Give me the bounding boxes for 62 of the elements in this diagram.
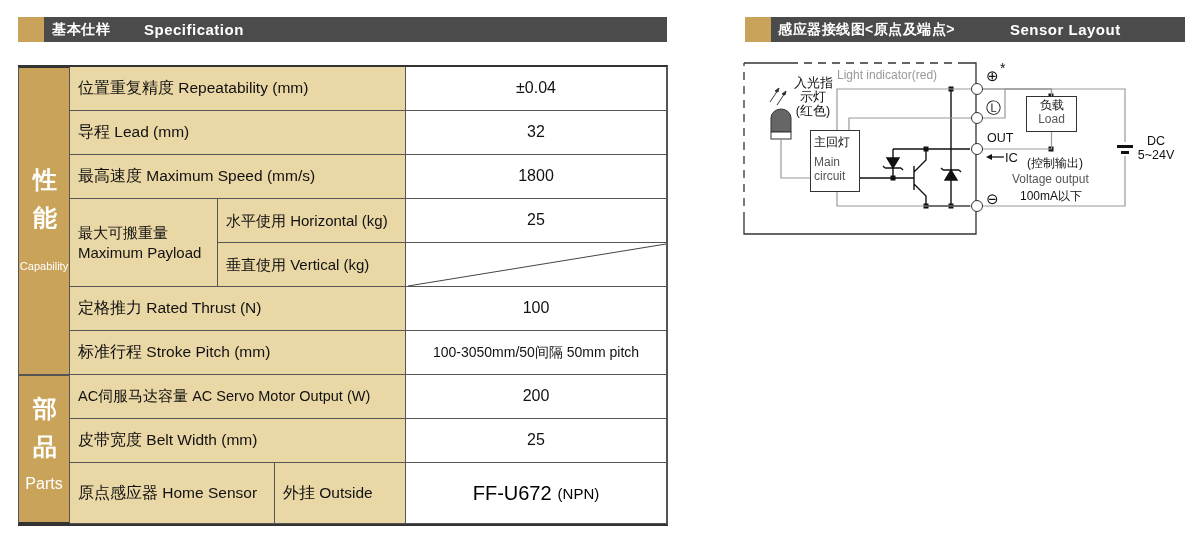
row-label: 标准行程 Stroke Pitch (mm) — [70, 331, 406, 375]
wire — [982, 88, 1126, 143]
row-label: 最大可搬重量 Maximum Payload — [70, 199, 218, 287]
row-label: 垂直使用 Vertical (kg) — [218, 243, 406, 287]
section-heading: 感应器接线图<原点及端点> — [778, 20, 955, 39]
wire — [982, 88, 1053, 119]
value-note: (NPN) — [557, 484, 600, 502]
terminal-circle — [971, 143, 983, 155]
section-heading: Sensor Layout — [1010, 20, 1121, 40]
terminal-label: ⊕ — [986, 68, 999, 85]
footnote-mark: * — [1000, 60, 1006, 76]
row-label: AC伺服马达容量 AC Servo Motor Output (W) — [70, 375, 406, 419]
box-title: 负载 — [1038, 99, 1065, 113]
wire — [836, 191, 972, 207]
current-label: IC — [1005, 150, 1018, 165]
indicator-label: Light indicator(red) — [837, 68, 938, 82]
value-cell: ±0.04 — [406, 66, 667, 111]
row-label: 水平使用 Horizontal (kg) — [218, 199, 406, 243]
wire — [836, 88, 972, 131]
wire — [982, 155, 1126, 207]
terminal-circle — [971, 83, 983, 95]
circuit-box — [810, 130, 860, 192]
section-title: 性能 — [33, 165, 57, 234]
row-label: 皮带宽度 Belt Width (mm) — [70, 419, 406, 463]
indicator-lamp-icon — [770, 108, 792, 140]
battery-symbol — [1117, 142, 1133, 156]
terminal-label: OUT — [987, 132, 1014, 146]
value-cell: 100 — [406, 287, 667, 331]
box-text: Main circuit — [814, 155, 847, 184]
value-cell: 32 — [406, 111, 667, 155]
value-text: FF-U672 — [472, 481, 552, 505]
terminal-label: ⊖ — [986, 191, 999, 208]
section-title: 部品 — [33, 394, 57, 463]
section-subtitle: Capability — [18, 260, 70, 272]
current-rating-label: 100mA以下 — [1020, 188, 1083, 205]
row-label: 导程 Lead (mm) — [70, 111, 406, 155]
section-heading: 基本仕样 — [52, 20, 110, 39]
terminal-circle — [971, 112, 983, 124]
component-label: 入光指示灯(红色) — [793, 77, 833, 119]
row-label: 原点感应器 Home Sensor — [70, 463, 275, 524]
section-heading: Specification — [144, 20, 244, 40]
terminal-label: Ⓛ — [986, 100, 1001, 117]
row-label: 位置重复精度 Repeatability (mm) — [70, 66, 406, 111]
load-box — [1026, 96, 1077, 132]
section-subtitle: Parts — [24, 475, 64, 493]
value-cell: 200 — [406, 375, 667, 419]
row-label: 定格推力 Rated Thrust (N) — [70, 287, 406, 331]
box-title: 主回灯 — [814, 136, 851, 150]
box-text: Load — [1037, 112, 1066, 127]
value-cell: 100-3050mm/50间隔 50mm pitch — [406, 331, 667, 375]
value-cell: 25 — [406, 199, 667, 243]
output-label: Voltage output — [1012, 172, 1089, 186]
value-cell: 25 — [406, 419, 667, 463]
row-label: 最高速度 Maximum Speed (mm/s) — [70, 155, 406, 199]
component-label: DC 5~24V — [1136, 135, 1176, 163]
wire — [982, 131, 1053, 150]
wire — [848, 117, 972, 131]
wire — [780, 139, 811, 179]
output-label: (控制输出) — [1027, 155, 1083, 172]
row-label: 外挂 Outside — [275, 463, 406, 524]
value-cell: 1800 — [406, 155, 667, 199]
terminal-circle — [971, 200, 983, 212]
